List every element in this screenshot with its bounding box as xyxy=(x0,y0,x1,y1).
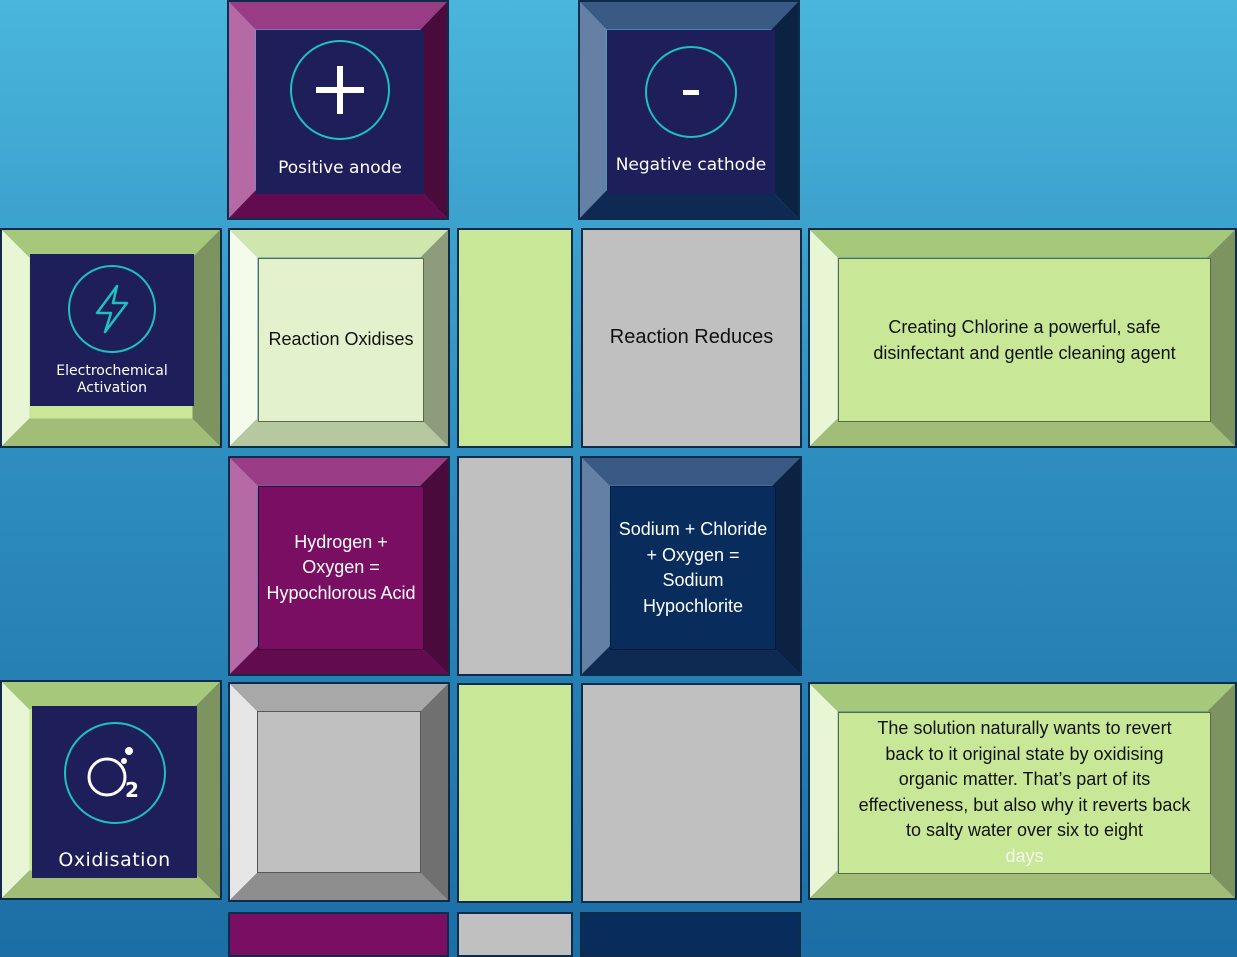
solution-text: The solution naturally wants to revert b… xyxy=(858,718,1191,840)
grey-column-block xyxy=(457,456,573,676)
svg-text:2: 2 xyxy=(125,778,139,802)
activation-tile: Electrochemical Activation xyxy=(0,228,222,448)
oxidisation-label: Oxidisation xyxy=(58,849,171,871)
activation-label-line2: Activation xyxy=(76,380,148,396)
plus-icon xyxy=(290,40,390,140)
bottom-navy-block xyxy=(580,912,801,957)
reaction-oxidises-text: Reaction Oxidises xyxy=(258,258,424,422)
reaction-oxidises-tile: Reaction Oxidises xyxy=(228,228,450,448)
negative-cathode-tile: Negative cathode xyxy=(578,0,800,220)
hypochlorous-tile: Hydrogen + Oxygen = Hypochlorous Acid xyxy=(228,456,450,676)
bottom-grey-block xyxy=(457,912,573,957)
hypochlorite-tile: Sodium + Chloride + Oxygen = Sodium Hypo… xyxy=(580,456,802,676)
negative-cathode-label: Negative cathode xyxy=(615,155,767,175)
oxygen-molecule-icon: 2 xyxy=(63,722,166,824)
green-column-block xyxy=(457,228,573,448)
green-column-block-lower xyxy=(457,683,573,903)
chlorine-text: Creating Chlorine a powerful, safe disin… xyxy=(838,258,1211,422)
hypochlorous-text: Hydrogen + Oxygen = Hypochlorous Acid xyxy=(258,486,424,650)
activation-label-line1: Electrochemical xyxy=(56,363,168,379)
solution-text-end: days xyxy=(1005,845,1044,866)
grey-square-tile xyxy=(228,682,450,902)
solution-tile: The solution naturally wants to revert b… xyxy=(808,682,1237,900)
positive-anode-tile: Positive anode xyxy=(227,0,449,220)
oxidisation-tile: 2 Oxidisation xyxy=(0,680,222,900)
bottom-magenta-block xyxy=(228,912,449,957)
reaction-reduces-cell: Reaction Reduces xyxy=(581,228,802,448)
positive-anode-label: Positive anode xyxy=(278,158,402,178)
lightning-icon xyxy=(68,265,156,353)
hypochlorite-text: Sodium + Chloride + Oxygen = Sodium Hypo… xyxy=(610,486,776,650)
chlorine-tile: Creating Chlorine a powerful, safe disin… xyxy=(808,228,1237,448)
grey-flat-block xyxy=(581,683,802,903)
minus-icon xyxy=(645,46,737,138)
